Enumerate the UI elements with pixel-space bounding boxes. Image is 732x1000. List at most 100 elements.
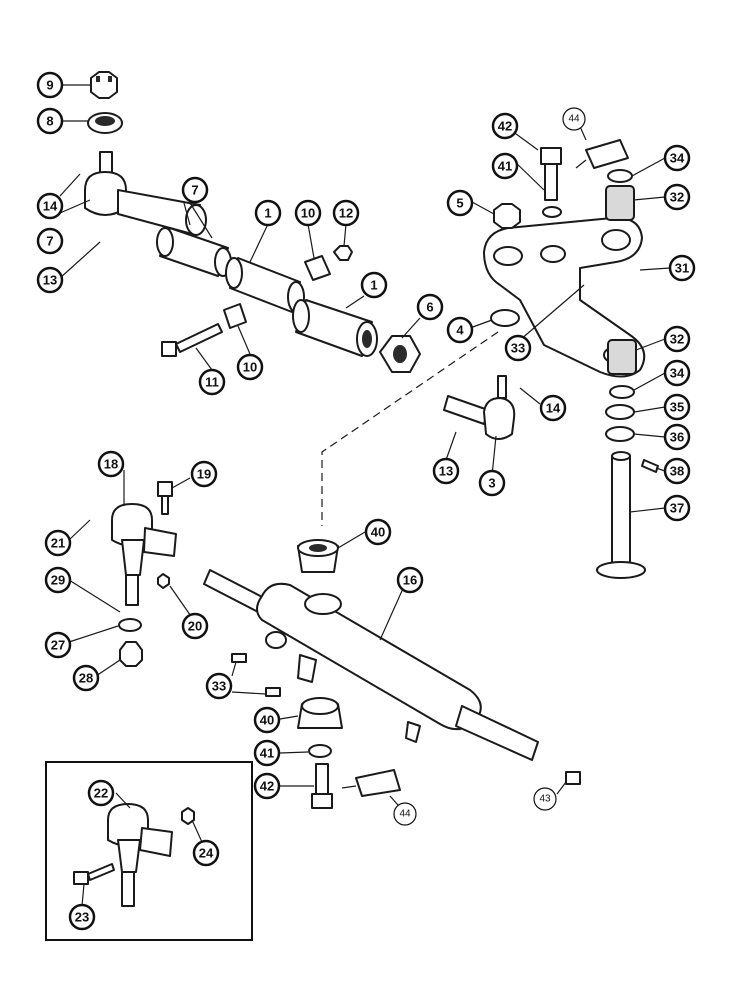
svg-text:3: 3 (488, 476, 495, 491)
callout-33: 33 (504, 334, 532, 362)
castle-nut-lower-part (119, 641, 143, 667)
seal-right-part (490, 309, 520, 327)
bearing-top-part (605, 185, 635, 221)
tie-rod-end-part (84, 151, 207, 236)
callout-13-right: 13 (432, 457, 460, 485)
svg-text:34: 34 (670, 151, 685, 166)
svg-text:7: 7 (46, 234, 53, 249)
grease-tube-top-part (575, 139, 629, 169)
svg-text:40: 40 (371, 525, 385, 540)
clamp-bottom-part (223, 303, 247, 329)
kingpin-part (596, 451, 659, 579)
bolt-part (161, 323, 223, 357)
svg-text:33: 33 (212, 679, 226, 694)
callout-42-lower: 42 (253, 772, 281, 800)
callout-10: 10 (294, 199, 322, 227)
callout-24: 24 (192, 839, 220, 867)
svg-text:19: 19 (197, 467, 211, 482)
castle-nut-part (90, 71, 118, 99)
callout-23: 23 (68, 903, 96, 931)
bushing-top-part (297, 539, 339, 573)
svg-text:41: 41 (260, 746, 274, 761)
bushing-bottom-part (297, 697, 343, 729)
svg-text:33: 33 (511, 341, 525, 356)
svg-text:29: 29 (51, 573, 65, 588)
grease-tube-bottom-part (341, 769, 401, 797)
svg-text:42: 42 (498, 119, 512, 134)
axle-beam-part (203, 569, 539, 761)
svg-text:36: 36 (670, 430, 684, 445)
bolt-top-part (540, 147, 562, 201)
tie-rod-end-right-part (443, 375, 516, 440)
svg-text:13: 13 (439, 464, 453, 479)
callout-19: 19 (190, 460, 218, 488)
inset-nut-part (181, 807, 195, 825)
snap-ring-top-part (607, 169, 633, 183)
callout-33-lower: 33 (205, 672, 233, 700)
seal-part (87, 112, 123, 134)
castle-nut-right-part (493, 203, 521, 229)
svg-text:1: 1 (264, 206, 271, 221)
callout-16: 16 (396, 566, 424, 594)
callout-7-upper: 7 (181, 176, 209, 204)
svg-text:42: 42 (260, 779, 274, 794)
alignment-line (321, 331, 499, 526)
svg-text:38: 38 (670, 464, 684, 479)
callout-11: 11 (198, 368, 226, 396)
callout-21: 21 (44, 529, 72, 557)
svg-text:18: 18 (104, 457, 118, 472)
washers-stack-part (605, 385, 635, 442)
callout-6: 6 (416, 293, 444, 321)
svg-text:6: 6 (426, 300, 433, 315)
svg-text:14: 14 (43, 199, 58, 214)
svg-text:41: 41 (498, 159, 512, 174)
svg-text:12: 12 (339, 206, 353, 221)
callout-44: 44 (562, 107, 586, 131)
svg-text:34: 34 (670, 366, 685, 381)
callout-3: 3 (478, 469, 506, 497)
svg-text:22: 22 (94, 786, 108, 801)
callout-10-lower: 10 (236, 353, 264, 381)
callout-28: 28 (72, 664, 100, 692)
svg-text:1: 1 (370, 278, 377, 293)
callout-13: 13 (36, 266, 64, 294)
svg-text:14: 14 (546, 401, 561, 416)
callout-4: 4 (446, 316, 474, 344)
callout-38: 38 (663, 457, 691, 485)
callout-36: 36 (663, 423, 691, 451)
svg-text:10: 10 (301, 206, 315, 221)
callout-32-lower: 32 (663, 325, 691, 353)
callout-1-right: 1 (360, 271, 388, 299)
callout-22: 22 (87, 779, 115, 807)
svg-text:20: 20 (188, 619, 202, 634)
ball-joint-part (111, 481, 177, 606)
callout-41-lower: 41 (253, 739, 281, 767)
bearing-bottom-part (607, 339, 637, 375)
callout-35: 35 (663, 393, 691, 421)
callout-44-lower: 44 (393, 802, 417, 826)
svg-text:43: 43 (539, 794, 551, 805)
callout-18: 18 (97, 450, 125, 478)
svg-text:40: 40 (260, 713, 274, 728)
callout-31: 31 (668, 254, 696, 282)
callout-29: 29 (44, 566, 72, 594)
bolt-bottom-part (311, 763, 333, 809)
callout-43: 43 (533, 787, 557, 811)
callout-27: 27 (44, 631, 72, 659)
svg-text:8: 8 (46, 114, 53, 129)
svg-text:5: 5 (456, 196, 463, 211)
grease-fittings-part (231, 653, 281, 697)
hex-nut-small-part (333, 245, 353, 261)
washer-top-part (542, 206, 562, 218)
inset-ball-joint-part (107, 803, 173, 907)
svg-text:27: 27 (51, 638, 65, 653)
callout-32: 32 (663, 183, 691, 211)
inset-frame (45, 761, 253, 941)
inset-bolt-part (73, 863, 115, 885)
callout-40: 40 (364, 518, 392, 546)
callout-34-lower: 34 (663, 359, 691, 387)
sleeve-right-part (292, 299, 378, 357)
svg-text:44: 44 (399, 809, 411, 820)
callout-41: 41 (491, 152, 519, 180)
